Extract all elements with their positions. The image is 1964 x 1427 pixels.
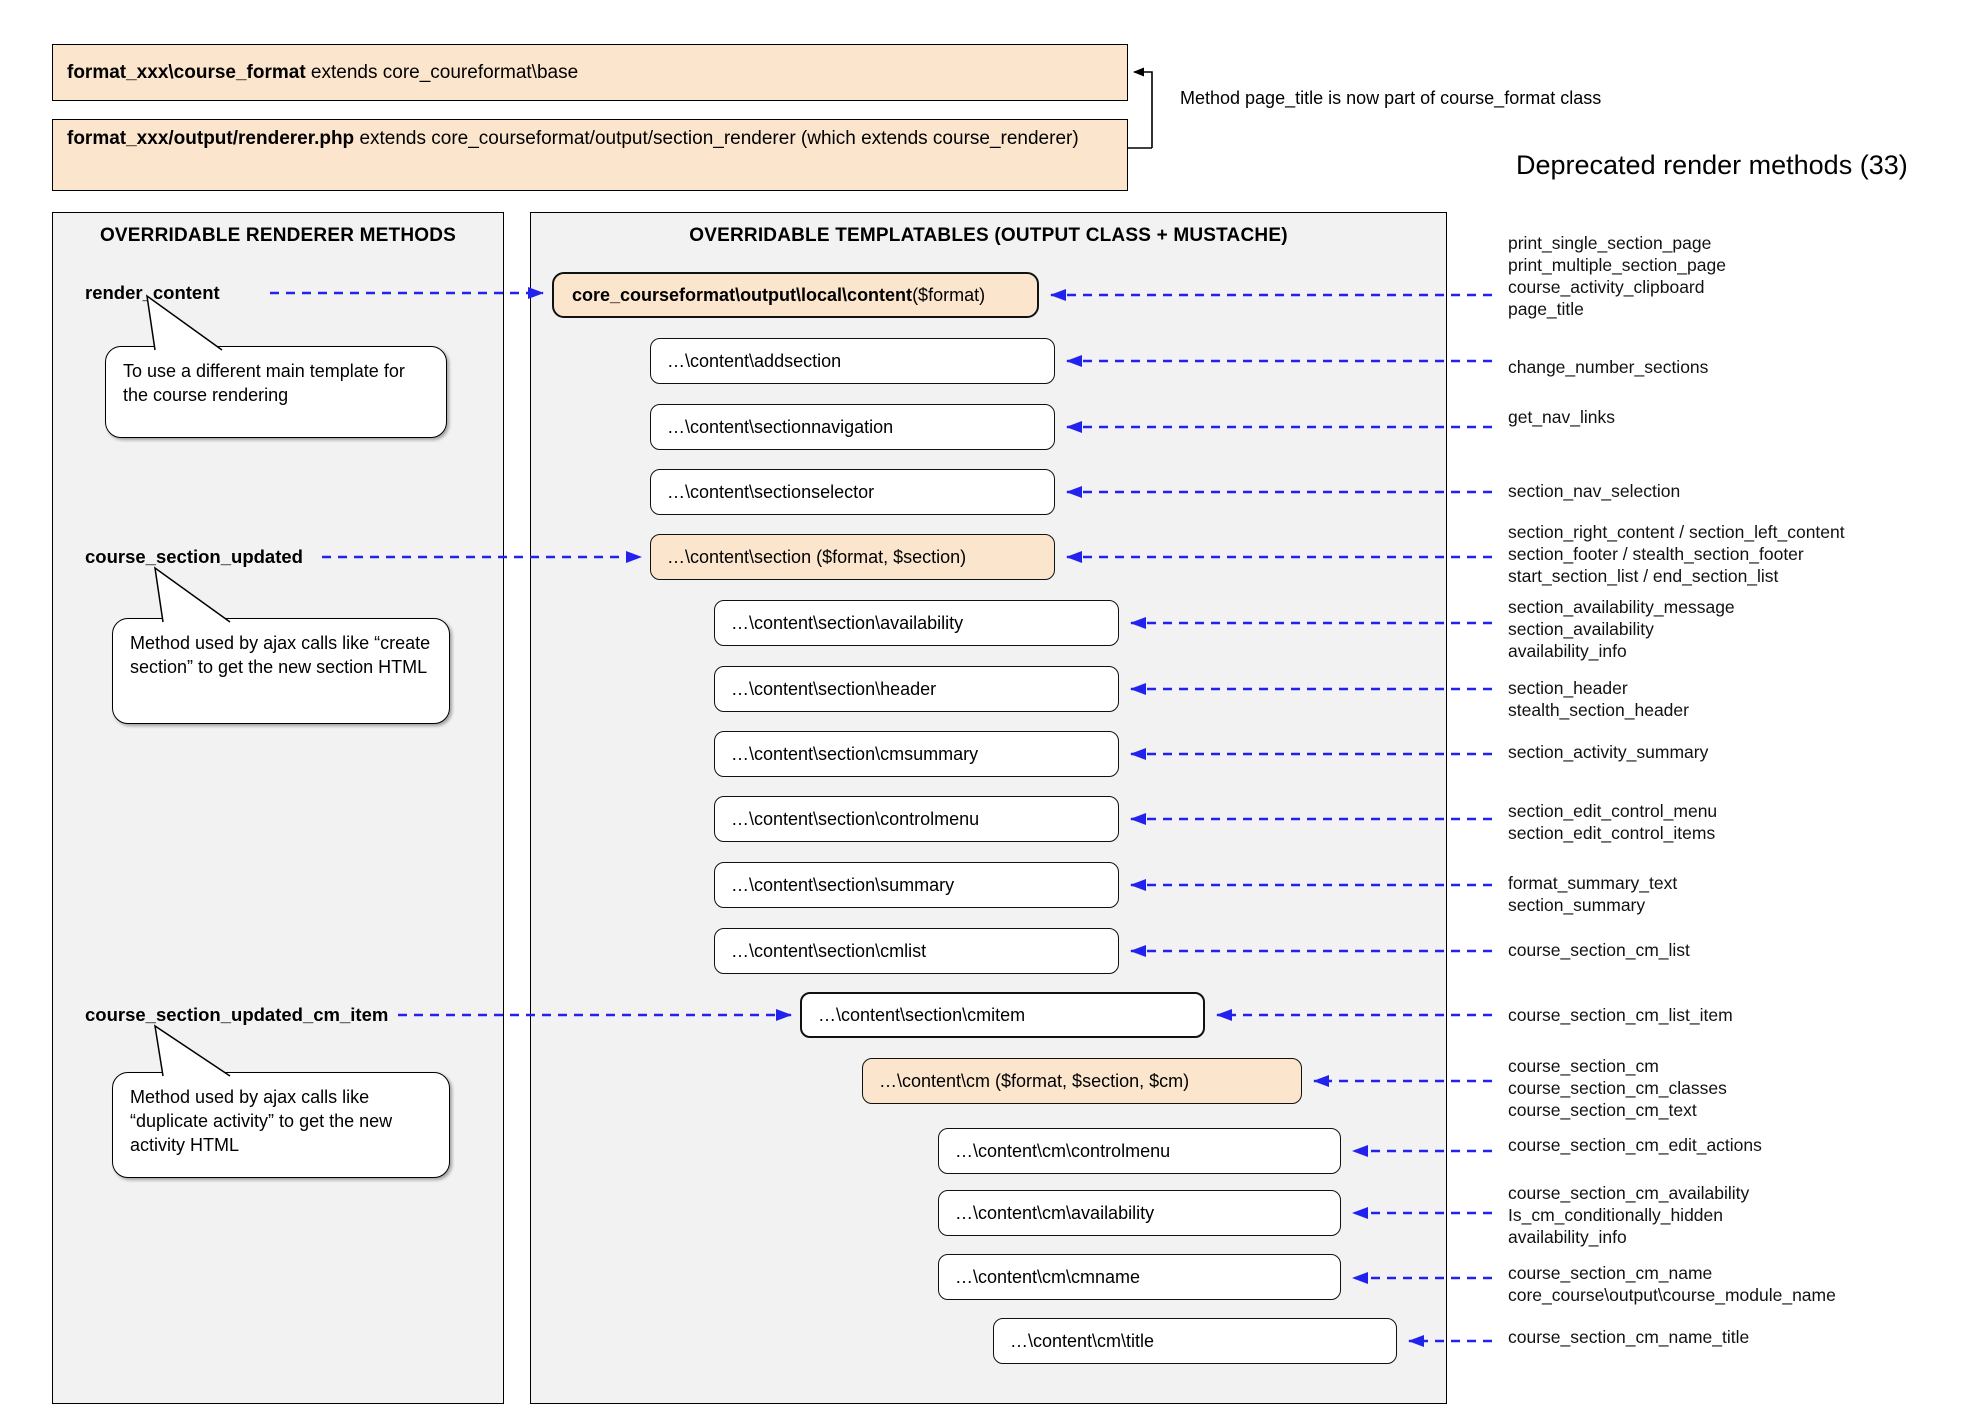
method-course-section-updated-cm-item: course_section_updated_cm_item (85, 1004, 389, 1025)
deprecated-methods-title: Deprecated render methods (33) (1516, 150, 1908, 180)
templatable-sectionselector: …\content\sectionselector (650, 469, 1055, 515)
deprecated-group: get_nav_links (1508, 406, 1615, 428)
deprecated-method: course_section_cm (1508, 1056, 1659, 1076)
deprecated-group: print_single_section_page print_multiple… (1508, 232, 1726, 320)
templatable-cm-title: …\content\cm\title (993, 1318, 1397, 1364)
deprecated-group: format_summary_text section_summary (1508, 872, 1677, 916)
method-course-section-updated: course_section_updated (85, 546, 303, 567)
deprecated-method: start_section_list / end_section_list (1508, 566, 1779, 586)
deprecated-method: section_right_content / section_left_con… (1508, 522, 1845, 542)
templatable-cm-cmname: …\content\cm\cmname (938, 1254, 1341, 1300)
page-title-note: Method page_title is now part of course_… (1180, 88, 1602, 108)
bracket-connector (1128, 67, 1153, 149)
deprecated-group: section_nav_selection (1508, 480, 1680, 502)
templatable-section-cmitem: …\content\section\cmitem (800, 992, 1205, 1038)
method-render-content: render_content (85, 282, 220, 303)
deprecated-method: course_section_cm_edit_actions (1508, 1135, 1762, 1155)
deprecated-group: course_section_cm_name_title (1508, 1326, 1749, 1348)
deprecated-method: print_multiple_section_page (1508, 255, 1726, 275)
deprecated-group: course_section_cm_edit_actions (1508, 1134, 1762, 1156)
templatable-section-cmsummary: …\content\section\cmsummary (714, 731, 1119, 777)
deprecated-method: Is_cm_conditionally_hidden (1508, 1205, 1723, 1225)
deprecated-method: section_availability (1508, 619, 1654, 639)
deprecated-method: section_activity_summary (1508, 742, 1709, 762)
templatable-addsection: …\content\addsection (650, 338, 1055, 384)
class-box-course-format: format_xxx\course_format extends core_co… (52, 44, 1128, 101)
templatable-section-cmlist: …\content\section\cmlist (714, 928, 1119, 974)
deprecated-method: section_nav_selection (1508, 481, 1681, 501)
templatable-content: core_courseformat\output\local\content (… (552, 272, 1039, 318)
deprecated-method: change_number_sections (1508, 357, 1709, 377)
templatable-section-controlmenu: …\content\section\controlmenu (714, 796, 1119, 842)
deprecated-group: change_number_sections (1508, 356, 1708, 378)
deprecated-method: print_single_section_page (1508, 233, 1712, 253)
deprecated-group: section_header stealth_section_header (1508, 677, 1689, 721)
deprecated-method: course_section_cm_classes (1508, 1078, 1727, 1098)
templatable-args: ($format) (912, 284, 986, 305)
deprecated-group: course_section_cm_name core_course\outpu… (1508, 1262, 1836, 1306)
class-box-renderer: format_xxx/output/renderer.php extends c… (52, 119, 1128, 191)
deprecated-group: section_activity_summary (1508, 741, 1708, 763)
deprecated-method: course_section_cm_list (1508, 940, 1690, 960)
note-bubble-course-section-updated: Method used by ajax calls like “create s… (112, 618, 450, 724)
deprecated-group: course_section_cm_list_item (1508, 1004, 1733, 1026)
deprecated-method: stealth_section_header (1508, 700, 1689, 720)
deprecated-group: course_section_cm course_section_cm_clas… (1508, 1055, 1727, 1121)
templatable-section-availability: …\content\section\availability (714, 600, 1119, 646)
class-box-text: format_xxx\course_format extends core_co… (67, 61, 579, 83)
deprecated-method: page_title (1508, 299, 1584, 319)
templatable-cm: …\content\cm ($format, $section, $cm) (862, 1058, 1302, 1104)
deprecated-method: section_availability_message (1508, 597, 1735, 617)
templatable-label: core_courseformat\output\local\content (572, 284, 913, 305)
deprecated-method: availability_info (1508, 1227, 1627, 1247)
renderer-methods-panel-title: OVERRIDABLE RENDERER METHODS (99, 225, 457, 246)
templatable-cm-availability: …\content\cm\availability (938, 1190, 1341, 1236)
templatable-cm-controlmenu: …\content\cm\controlmenu (938, 1128, 1341, 1174)
deprecated-method: course_section_cm_list_item (1508, 1005, 1733, 1025)
class-box-text: format_xxx/output/renderer.php extends c… (67, 128, 1079, 149)
deprecated-method: course_activity_clipboard (1508, 277, 1705, 297)
templatable-section-header: …\content\section\header (714, 666, 1119, 712)
deprecated-method: section_footer / stealth_section_footer (1508, 544, 1804, 564)
deprecated-method: section_header (1508, 678, 1628, 698)
deprecated-group: section_right_content / section_left_con… (1508, 521, 1845, 587)
templatable-sectionnavigation: …\content\sectionnavigation (650, 404, 1055, 450)
deprecated-method: section_summary (1508, 895, 1646, 915)
deprecated-method: core_course\output\course_module_name (1508, 1285, 1836, 1305)
templatable-section: …\content\section ($format, $section) (650, 534, 1055, 580)
deprecated-method: format_summary_text (1508, 873, 1678, 893)
deprecated-method: course_section_cm_text (1508, 1100, 1697, 1120)
deprecated-method: section_edit_control_items (1508, 823, 1716, 843)
deprecated-method: section_edit_control_menu (1508, 801, 1718, 821)
deprecated-group: section_edit_control_menu section_edit_c… (1508, 800, 1717, 844)
deprecated-group: course_section_cm_list (1508, 939, 1690, 961)
deprecated-method: availability_info (1508, 641, 1627, 661)
deprecated-method: get_nav_links (1508, 407, 1616, 427)
templatables-panel-title: OVERRIDABLE TEMPLATABLES (OUTPUT CLASS +… (689, 225, 1288, 246)
note-bubble-render-content: To use a different main template for the… (105, 346, 447, 438)
deprecated-method: course_section_cm_availability (1508, 1183, 1750, 1203)
deprecated-method: course_section_cm_name (1508, 1263, 1713, 1283)
deprecated-method: course_section_cm_name_title (1508, 1327, 1750, 1347)
deprecated-group: course_section_cm_availability Is_cm_con… (1508, 1182, 1749, 1248)
note-bubble-course-section-updated-cm-item: Method used by ajax calls like “duplicat… (112, 1072, 450, 1178)
templatable-section-summary: …\content\section\summary (714, 862, 1119, 908)
deprecated-group: section_availability_message section_ava… (1508, 596, 1735, 662)
